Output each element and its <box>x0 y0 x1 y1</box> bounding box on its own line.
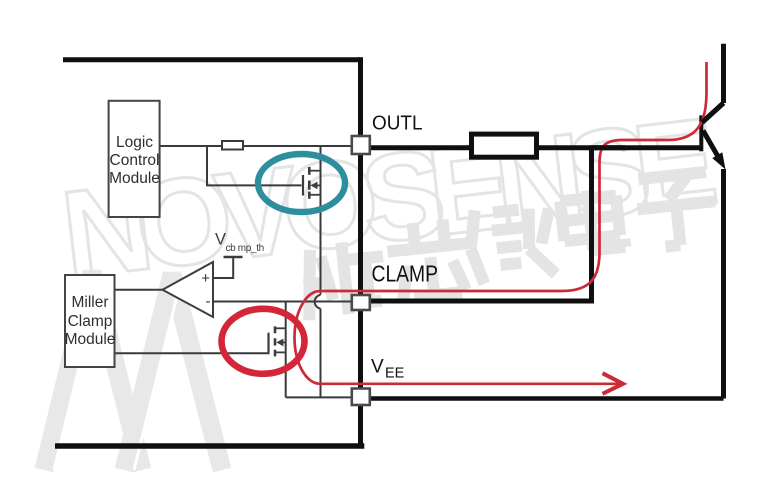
svg-text:Module: Module <box>65 331 116 348</box>
svg-text:cb mp_th: cb mp_th <box>226 243 264 254</box>
svg-text:CLAMP: CLAMP <box>372 261 439 287</box>
svg-text:+: + <box>201 270 210 287</box>
svg-text:OUTL: OUTL <box>372 113 423 135</box>
svg-text:-: - <box>206 293 211 310</box>
svg-text:Module: Module <box>109 170 160 187</box>
svg-text:V: V <box>371 357 384 378</box>
svg-text:Logic: Logic <box>116 134 153 151</box>
svg-text:Miller: Miller <box>71 294 108 311</box>
svg-text:Control: Control <box>110 152 160 169</box>
svg-text:EE: EE <box>385 366 405 382</box>
svg-text:V: V <box>215 231 226 249</box>
svg-text:Clamp: Clamp <box>68 313 113 330</box>
